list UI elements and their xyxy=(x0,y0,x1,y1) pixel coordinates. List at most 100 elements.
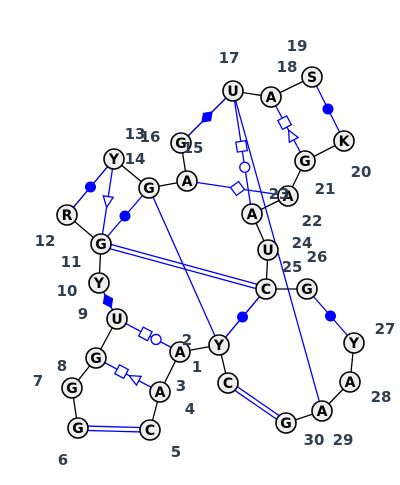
position-label-6: 6 xyxy=(58,451,68,469)
nucleotide-27: Y xyxy=(343,332,365,354)
nucleotide-letter: A xyxy=(182,174,193,190)
nucleotide-13: Y xyxy=(103,148,125,170)
nucleotide-21: G xyxy=(294,150,316,172)
base-pair-19-20 xyxy=(311,76,345,142)
nucleotide-letter: R xyxy=(62,208,73,224)
position-label-17: 17 xyxy=(219,49,240,67)
base-pair-21-18 xyxy=(270,96,306,162)
nucleotide-letter: S xyxy=(307,70,317,86)
position-label-29: 29 xyxy=(333,431,354,449)
position-label-7: 7 xyxy=(33,372,43,390)
base-pair-5-6 xyxy=(77,425,151,433)
position-label-13: 13 xyxy=(125,125,146,143)
position-label-4: 4 xyxy=(185,400,195,418)
nucleotide-5: C xyxy=(139,419,161,441)
nucleotide-32: Y xyxy=(208,334,230,356)
nucleotide-letter: G xyxy=(90,351,102,367)
position-label-1: 1 xyxy=(192,358,202,376)
position-label-15: 15 xyxy=(183,139,204,157)
nucleotide-30: G xyxy=(275,412,297,434)
nucleotide-letter: U xyxy=(111,312,122,328)
nucleotide-letter: G xyxy=(66,381,78,397)
position-label-12: 12 xyxy=(35,232,56,250)
nucleotide-31: C xyxy=(217,372,239,394)
position-label-26: 26 xyxy=(307,248,328,266)
base-pair-14-32 xyxy=(148,187,220,346)
nucleotide-letter: A xyxy=(175,345,186,361)
nucleotide-letter: Y xyxy=(213,338,225,354)
base-pair-22-15 xyxy=(186,180,289,197)
nucleotide-letter: A xyxy=(247,207,258,223)
nucleotide-letter: A xyxy=(345,375,356,391)
nucleotide-16: G xyxy=(170,132,192,154)
base-pair-layer xyxy=(66,76,355,433)
position-label-24: 24 xyxy=(292,234,313,252)
position-label-25: 25 xyxy=(282,258,303,276)
base-pair-25-11 xyxy=(100,241,267,292)
nucleotide-28: A xyxy=(339,371,361,393)
base-pair-13-11 xyxy=(100,158,115,245)
nucleotide-11: G xyxy=(90,233,112,255)
nucleotide-letter: C xyxy=(145,423,155,439)
base-pair-14-11 xyxy=(100,187,150,245)
nucleotide-letter: A xyxy=(155,385,166,401)
nucleotide-letter: G xyxy=(175,136,187,152)
nucleotide-18: A xyxy=(260,86,282,108)
nucleotide-letter: U xyxy=(227,84,238,100)
nucleotide-7: G xyxy=(61,377,83,399)
position-label-14: 14 xyxy=(125,150,146,168)
nucleotide-23: A xyxy=(241,203,263,225)
nucleotide-letter: A xyxy=(266,90,277,106)
position-label-22: 22 xyxy=(302,212,323,230)
nucleotide-letter: G xyxy=(143,181,155,197)
nucleotide-26: G xyxy=(296,278,318,300)
nucleotide-8: G xyxy=(85,347,107,369)
base-pair-31-30 xyxy=(226,380,288,426)
nucleotide-letter: C xyxy=(223,376,233,392)
nucleotide-20: K xyxy=(333,130,355,152)
position-label-5: 5 xyxy=(171,443,181,461)
position-label-9: 9 xyxy=(78,305,88,323)
nucleotide-10: Y xyxy=(88,272,110,294)
nucleotide-letter: G xyxy=(299,154,311,170)
nucleotide-4: A xyxy=(149,381,171,403)
nucleotide-letter: G xyxy=(72,421,84,437)
nucleotide-6: G xyxy=(67,417,89,439)
position-label-27: 27 xyxy=(375,320,396,338)
base-pair-1-9 xyxy=(116,318,181,353)
nucleotide-letter: Y xyxy=(348,336,360,352)
position-label-11: 11 xyxy=(61,253,82,271)
position-label-20: 20 xyxy=(351,163,372,181)
position-label-19: 19 xyxy=(287,37,308,55)
nucleotide-letter: A xyxy=(317,404,328,420)
nucleotide-letter: U xyxy=(262,243,273,259)
position-label-28: 28 xyxy=(371,388,392,406)
base-pair-13-12 xyxy=(66,158,115,216)
nucleotide-17: U xyxy=(222,80,244,102)
nucleotide-14: G xyxy=(138,177,160,199)
nucleotide-letter: C xyxy=(261,282,271,298)
position-label-21: 21 xyxy=(315,180,336,198)
position-label-10: 10 xyxy=(57,282,78,300)
nucleotide-22: A xyxy=(277,185,299,207)
nucleotide-letter: G xyxy=(95,237,107,253)
base-pair-4-8 xyxy=(95,357,161,393)
position-label-8: 8 xyxy=(57,357,67,375)
nucleotide-letter: K xyxy=(339,134,351,150)
base-pair-26-27 xyxy=(306,288,355,344)
position-label-3: 3 xyxy=(176,377,186,395)
position-label-30: 30 xyxy=(304,431,325,449)
base-pair-16-17 xyxy=(180,90,234,144)
nucleotide-letter: A xyxy=(283,189,294,205)
base-pair-23-17 xyxy=(232,90,253,215)
nucleotide-letter: Y xyxy=(108,152,120,168)
position-label-23: 23 xyxy=(269,185,290,203)
position-label-2: 2 xyxy=(182,331,192,349)
nucleotide-letter: Y xyxy=(93,276,105,292)
position-label-18: 18 xyxy=(277,58,298,76)
nucleotide-15: A xyxy=(176,170,198,192)
nucleotide-2: A xyxy=(169,341,191,363)
